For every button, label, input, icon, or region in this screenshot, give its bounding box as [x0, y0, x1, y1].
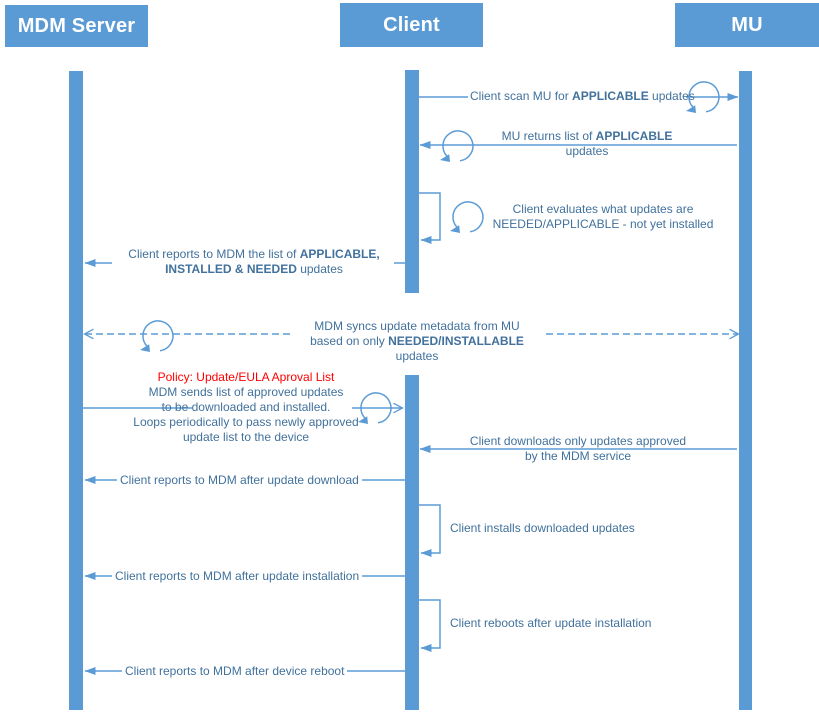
participant-client-label: Client [383, 13, 440, 36]
lifeline-client-upper [405, 70, 419, 293]
lifeline-mdm-server [69, 71, 83, 710]
message-policy-label: Policy: Update/EULA Aproval List MDM sen… [118, 370, 374, 445]
self-arrow-installs [419, 504, 441, 557]
loop-icon [439, 130, 474, 163]
message-report-download-label: Client reports to MDM after update downl… [117, 473, 362, 488]
lifeline-mu [739, 71, 752, 710]
message-report-reboot-label: Client reports to MDM after device reboo… [122, 664, 348, 679]
message-scan-label: Client scan MU for APPLICABLE updates [470, 89, 695, 103]
self-arrow-evaluates [419, 192, 441, 244]
loop-icon [139, 320, 174, 353]
participant-mu-label: MU [731, 13, 763, 36]
participant-mdm-server-label: MDM Server [17, 14, 136, 37]
message-installs-label: Client installs downloaded updates [450, 521, 635, 535]
message-report-list-label: Client reports to MDM the list of APPLIC… [128, 247, 380, 276]
policy-title: Policy: Update/EULA Aproval List [157, 370, 335, 384]
participant-mu: MU [675, 3, 819, 47]
self-arrow-reboots [419, 599, 441, 652]
loop-icon [449, 201, 484, 234]
participant-client: Client [340, 3, 483, 47]
participant-mdm-server: MDM Server [5, 5, 148, 47]
lifeline-client-lower [405, 375, 419, 710]
message-report-install-label: Client reports to MDM after update insta… [112, 569, 363, 584]
message-reboots-label: Client reboots after update installation [450, 616, 652, 630]
